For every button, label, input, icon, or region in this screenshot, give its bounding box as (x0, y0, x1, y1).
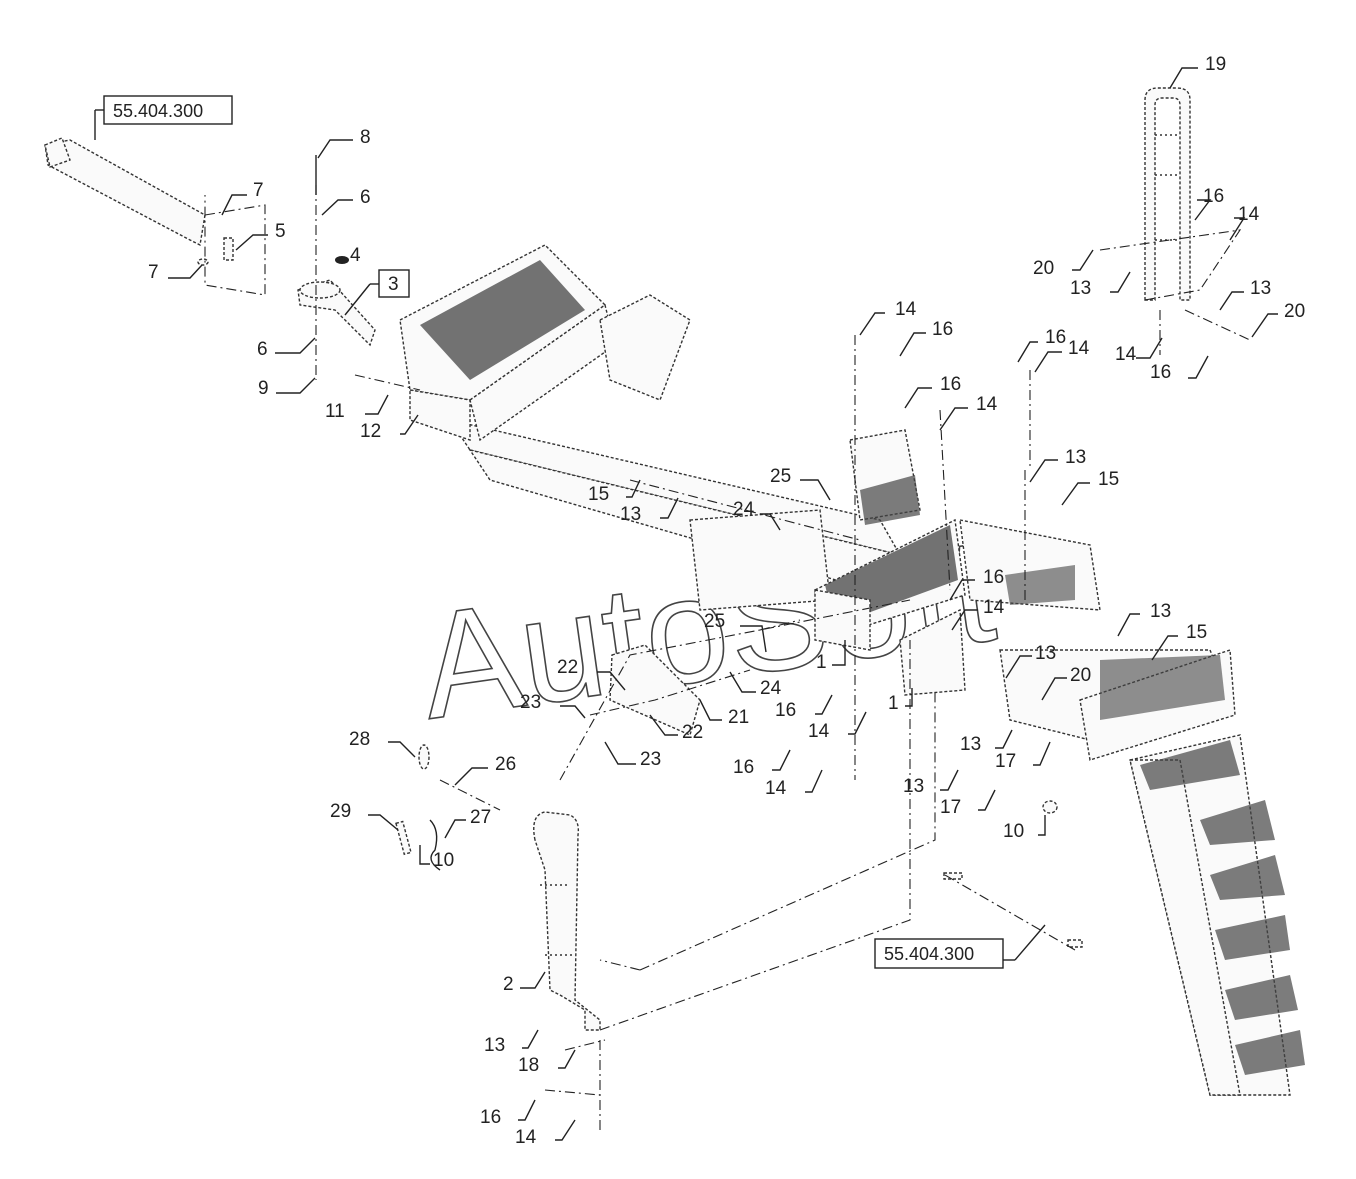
callout-14: 14 (1068, 338, 1090, 359)
callout-13: 13 (960, 734, 981, 755)
callout-2: 2 (503, 974, 514, 995)
reference-box-bottom-right: 55.404.300 (874, 924, 1046, 969)
callout-10: 10 (433, 850, 454, 871)
callout-16: 16 (480, 1107, 501, 1128)
callout-16: 16 (1203, 186, 1224, 207)
step-bracket (609, 644, 701, 736)
callout-1: 1 (888, 693, 899, 714)
callout-6: 6 (360, 187, 371, 208)
svg-text:55.404.300: 55.404.300 (884, 944, 974, 964)
callout-14: 14 (515, 1127, 537, 1148)
hardware-pins (197, 155, 1083, 948)
callout-20: 20 (1284, 301, 1305, 322)
callout-11: 11 (325, 401, 345, 422)
callout-20: 20 (1033, 258, 1054, 279)
callout-7: 7 (148, 262, 159, 283)
callout-13: 13 (1035, 643, 1056, 664)
main-beam-assembly (399, 244, 1236, 761)
callout-16: 16 (983, 567, 1004, 588)
callout-14: 14 (976, 394, 998, 415)
callout-14: 14 (983, 597, 1005, 618)
reference-box-top-left: 55.404.300 (94, 95, 233, 140)
callout-20: 20 (1070, 665, 1091, 686)
handrail-upper (1144, 87, 1191, 301)
callout-24: 24 (760, 678, 782, 699)
callout-14: 14 (895, 299, 917, 320)
svg-text:55.404.300: 55.404.300 (113, 101, 203, 121)
callout-17: 17 (940, 797, 961, 818)
callout-13: 13 (484, 1035, 505, 1056)
callout-12: 12 (360, 421, 381, 442)
callout-15: 15 (588, 484, 609, 505)
callout-7: 7 (253, 180, 264, 201)
callout-25: 25 (704, 611, 725, 632)
callout-22: 22 (682, 722, 703, 743)
callout-13: 13 (1065, 447, 1086, 468)
rear-step-tread (420, 260, 585, 380)
callout-28: 28 (349, 729, 370, 750)
callout-25: 25 (770, 466, 791, 487)
callout-8: 8 (360, 127, 371, 148)
callout-5: 5 (275, 221, 286, 242)
callout-16: 16 (775, 700, 796, 721)
callout-16: 16 (932, 319, 953, 340)
callout-29: 29 (330, 801, 351, 822)
assembly-lines (204, 185, 1251, 1130)
callout-14: 14 (1115, 344, 1137, 365)
callout-14: 14 (765, 778, 787, 799)
left-extension-tube (44, 137, 206, 247)
callout-13: 13 (1070, 278, 1091, 299)
callout-1: 1 (816, 652, 827, 673)
callout-10: 10 (1003, 821, 1024, 842)
callout-26: 26 (495, 754, 516, 775)
callout-27: 27 (470, 807, 491, 828)
boxed-callout-3: 3 (344, 269, 410, 316)
callout-6: 6 (257, 339, 268, 360)
callout-13: 13 (1250, 278, 1271, 299)
callouts: 8 7 7 6 5 4 6 9 11 12 19 16 14 (148, 54, 1305, 1148)
callout-14: 14 (808, 721, 830, 742)
callout-22: 22 (557, 657, 578, 678)
callout-15: 15 (1098, 469, 1119, 490)
callout-16: 16 (1150, 362, 1171, 383)
callout-18: 18 (518, 1055, 539, 1076)
svg-text:3: 3 (388, 274, 399, 295)
callout-4: 4 (350, 245, 361, 266)
callout-23: 23 (640, 749, 661, 770)
access-ladder (1129, 734, 1305, 1096)
handrail-lower (533, 811, 601, 1031)
callout-21: 21 (728, 707, 749, 728)
callout-9: 9 (258, 378, 269, 399)
callout-13: 13 (903, 776, 924, 797)
callout-13: 13 (1150, 601, 1171, 622)
callout-19: 19 (1205, 54, 1226, 75)
callout-23: 23 (520, 692, 541, 713)
hitch-pin-part (297, 279, 376, 347)
callout-16: 16 (1045, 327, 1066, 348)
callout-15: 15 (1186, 622, 1207, 643)
callout-17: 17 (995, 751, 1016, 772)
callout-24: 24 (733, 499, 755, 520)
callout-13: 13 (620, 504, 641, 525)
callout-16: 16 (940, 374, 961, 395)
callout-16: 16 (733, 757, 754, 778)
